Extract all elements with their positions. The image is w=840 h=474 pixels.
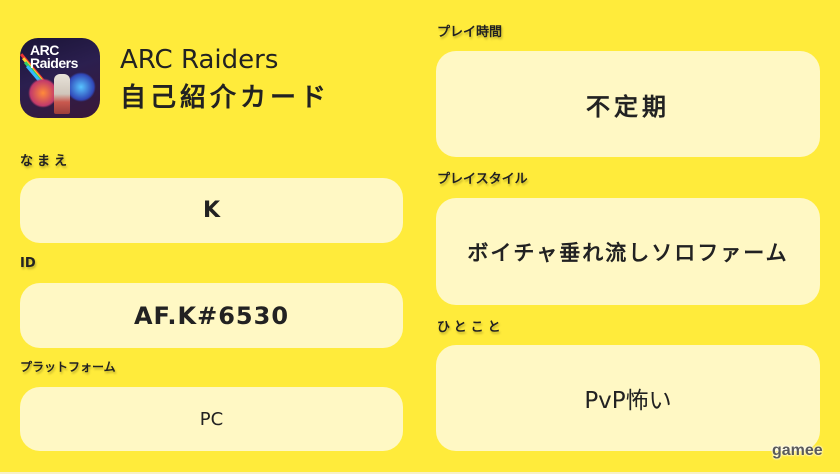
id-value-box: AF.K#6530 (20, 283, 403, 348)
raider-figure-illustration (54, 74, 70, 114)
platform-label: プラットフォーム (20, 360, 116, 374)
game-app-icon: ARC Raiders (20, 38, 100, 118)
icon-logo-line2: Raiders (30, 55, 78, 71)
id-value: AF.K#6530 (133, 301, 290, 330)
robot-left-illustration (28, 78, 58, 108)
icon-logo: ARC Raiders (30, 42, 78, 71)
name-label: なまえ (20, 154, 72, 169)
robot-right-illustration (66, 72, 96, 102)
playstyle-value-box: ボイチャ垂れ流しソロファーム (436, 198, 820, 305)
playtime-label: プレイ時間 (437, 25, 503, 40)
comment-value: PvP怖い (584, 388, 672, 414)
card-header: ARC Raiders 自己紹介カード (120, 44, 330, 114)
name-value: K (202, 198, 221, 223)
playtime-value-box: 不定期 (436, 51, 820, 157)
platform-value-box: PC (20, 387, 403, 451)
playstyle-value: ボイチャ垂れ流しソロファーム (467, 240, 789, 265)
comment-label: ひとこと (437, 320, 505, 335)
icon-logo-line1: ARC (30, 42, 59, 58)
card-title: 自己紹介カード (120, 83, 331, 113)
gamee-watermark: gamee (772, 442, 823, 459)
platform-value: PC (199, 408, 224, 430)
comment-value-box: PvP怖い (436, 345, 820, 451)
bottom-border (0, 472, 840, 474)
playtime-value: 不定期 (586, 92, 670, 121)
game-title: ARC Raiders (120, 45, 279, 75)
id-label: ID (20, 256, 36, 271)
playstyle-label: プレイスタイル (437, 172, 528, 187)
name-value-box: K (20, 178, 403, 243)
